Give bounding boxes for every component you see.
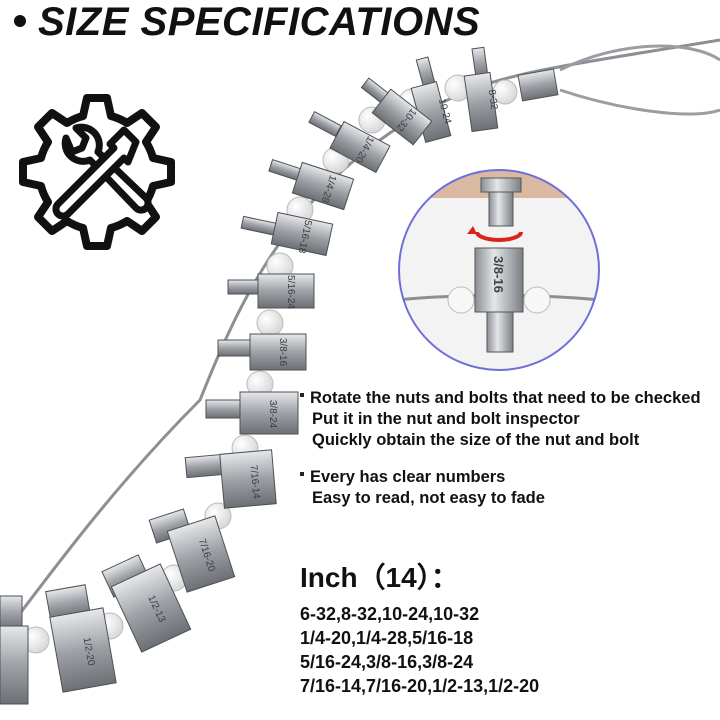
title-bullet-icon — [14, 15, 26, 28]
bolt-size-label: 7/16-14 — [248, 464, 262, 499]
bullet-group-numbers: Every has clear numbers Easy to read, no… — [300, 467, 701, 509]
bullet-text: Easy to read, not easy to fade — [312, 489, 545, 507]
size-line: 5/16-24,3/8-16,3/8-24 — [300, 652, 474, 672]
bullet-line: Quickly obtain the size of the nut and b… — [300, 430, 701, 451]
bullet-text: Rotate the nuts and bolts that need to b… — [310, 389, 701, 407]
page-title: SIZE SPECIFICATIONS — [14, 0, 480, 45]
wrench-hammer-gear-icon — [19, 94, 175, 250]
usage-inset: 3/8-16 — [398, 169, 600, 371]
inset-size-label: 3/8-16 — [491, 256, 506, 293]
bolt-size-label: 8-32 — [486, 89, 500, 111]
bullet-text: Put it in the nut and bolt inspector — [312, 410, 580, 428]
title-text: SIZE SPECIFICATIONS — [38, 0, 481, 44]
bullet-group-rotate: Rotate the nuts and bolts that need to b… — [300, 388, 701, 451]
bolt-size-label: 1/2-20 — [81, 637, 97, 667]
bullet-line: Easy to read, not easy to fade — [300, 488, 701, 509]
bullet-text: Every has clear numbers — [310, 468, 506, 486]
bolt-size-label: 3/8-24 — [267, 400, 278, 429]
bolt-size-label: 3/8-16 — [277, 338, 288, 367]
size-list: 6-32,8-32,10-24,10-32 1/4-20,1/4-28,5/16… — [300, 602, 539, 698]
bolt-size-label: 5/16-24 — [285, 275, 296, 309]
bullet-square-icon — [300, 471, 304, 476]
inch-heading: Inch（14）： — [300, 562, 459, 593]
bullet-text: Quickly obtain the size of the nut and b… — [312, 431, 640, 449]
size-line: 6-32,8-32,10-24,10-32 — [300, 604, 480, 624]
feature-bullets: Rotate the nuts and bolts that need to b… — [300, 388, 701, 525]
bullet-line: Rotate the nuts and bolts that need to b… — [300, 388, 701, 409]
bullet-line: Every has clear numbers — [300, 467, 701, 488]
bullet-square-icon — [300, 392, 304, 397]
bullet-line: Put it in the nut and bolt inspector — [300, 409, 701, 430]
size-line: 1/4-20,1/4-28,5/16-18 — [300, 628, 474, 648]
size-line: 7/16-14,7/16-20,1/2-13,1/2-20 — [300, 676, 540, 696]
